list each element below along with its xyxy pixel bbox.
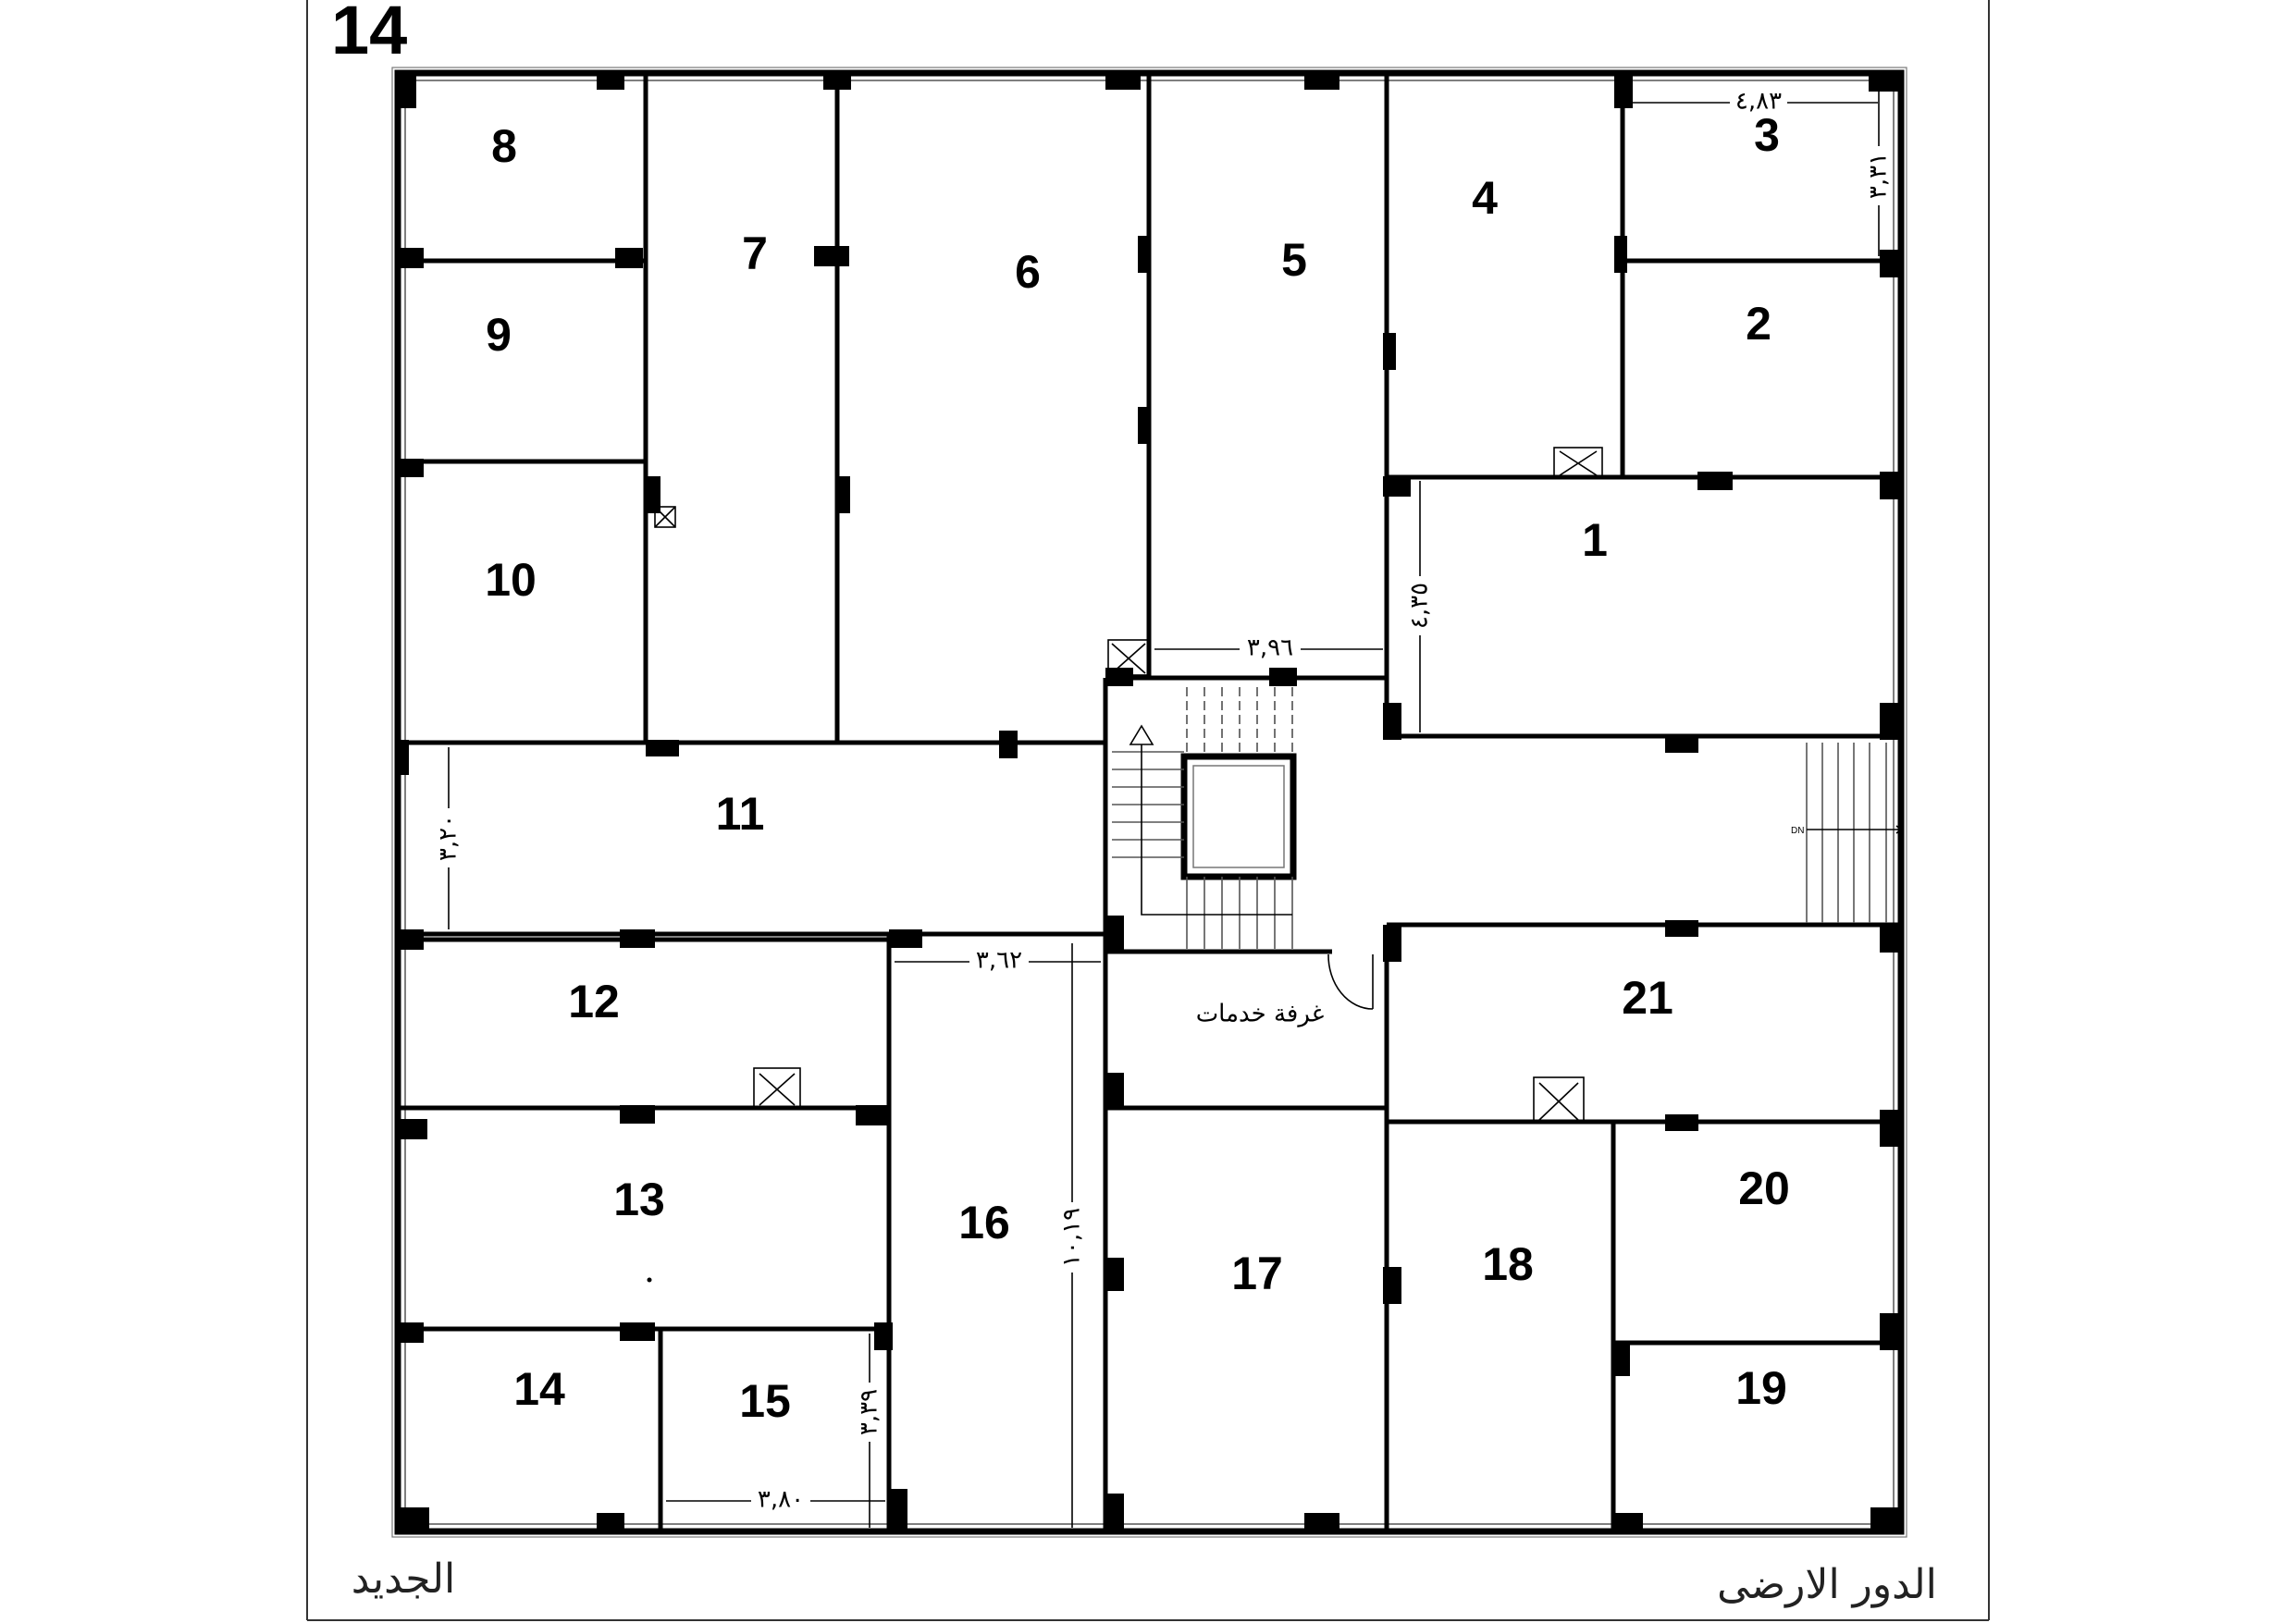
room-labels: 1 2 3 4 5 6 7 8 9 10 11 12 13 14 15 16 1…: [485, 109, 1790, 1427]
shaft-room4: [1553, 447, 1603, 478]
shaft-room21: [1533, 1076, 1585, 1123]
dim-room5-width: ٣,٩٦: [1247, 634, 1293, 662]
room-18-label: 18: [1482, 1238, 1534, 1290]
footer-right-title: الدور الارضى: [1717, 1561, 1937, 1608]
room-4-label: 4: [1472, 172, 1498, 224]
shaft-core: [1107, 639, 1150, 676]
dim-room16-length: ١٠,١٩: [1058, 1208, 1086, 1267]
room-15-label: 15: [739, 1375, 791, 1427]
dim-room15-height: ٣,٣٩: [856, 1389, 883, 1435]
room-10-label: 10: [485, 554, 537, 606]
room-17-label: 17: [1231, 1248, 1283, 1299]
room-13-dot: [647, 1277, 652, 1283]
room-12-label: 12: [568, 976, 620, 1027]
service-room-door: [1327, 953, 1374, 1010]
dim-room16-width: ٣,٦٢: [976, 947, 1022, 975]
dim-room1-height: ٤,٣٥: [1406, 583, 1434, 629]
dimension-labels: ٤,٨٣ ٣,٣١ ٣,٩٦ ٤,٣٥ ٣,٢٠ ٣,٦٢ ١٠,١٩ ٣,٨٠…: [435, 88, 1893, 1514]
room-21-label: 21: [1622, 972, 1673, 1024]
staircase: DN: [1112, 687, 1903, 949]
room-13-label: 13: [613, 1174, 665, 1225]
footer-left-title: الجديد: [352, 1555, 455, 1603]
room-7-label: 7: [742, 227, 768, 279]
room-5-label: 5: [1281, 234, 1307, 286]
dim-room11-height: ٣,٢٠: [435, 815, 463, 861]
dim-room3-height: ٣,٣١: [1865, 153, 1893, 199]
room-20-label: 20: [1738, 1162, 1790, 1214]
page-number: 14: [331, 0, 407, 68]
stairs-dn-label: DN: [1791, 826, 1804, 836]
columns: [396, 71, 1903, 1533]
shaft-room7: [654, 506, 676, 528]
room-9-label: 9: [486, 309, 512, 361]
room-19-label: 19: [1735, 1362, 1787, 1414]
shaft-room12: [753, 1067, 801, 1109]
service-room-label: غرفة خدمات: [1196, 1001, 1325, 1028]
room-14-label: 14: [513, 1363, 565, 1415]
room-11-label: 11: [716, 788, 765, 840]
dim-room15-width: ٣,٨٠: [758, 1486, 804, 1514]
down-arrow-icon: [1895, 825, 1903, 834]
room-2-label: 2: [1746, 298, 1771, 350]
dimension-lines: [448, 91, 1880, 1528]
interior-walls: [398, 73, 1901, 1531]
room-16-label: 16: [958, 1197, 1010, 1248]
ventilation-shafts: [654, 447, 1603, 1123]
dim-room3-width: ٤,٨٣: [1735, 88, 1782, 116]
room-3-label: 3: [1754, 109, 1780, 161]
room-6-label: 6: [1015, 246, 1041, 298]
up-arrow-icon: [1129, 724, 1154, 745]
room-1-label: 1: [1582, 514, 1608, 566]
room-8-label: 8: [491, 120, 517, 172]
sheet-frame: [306, 0, 1990, 1621]
